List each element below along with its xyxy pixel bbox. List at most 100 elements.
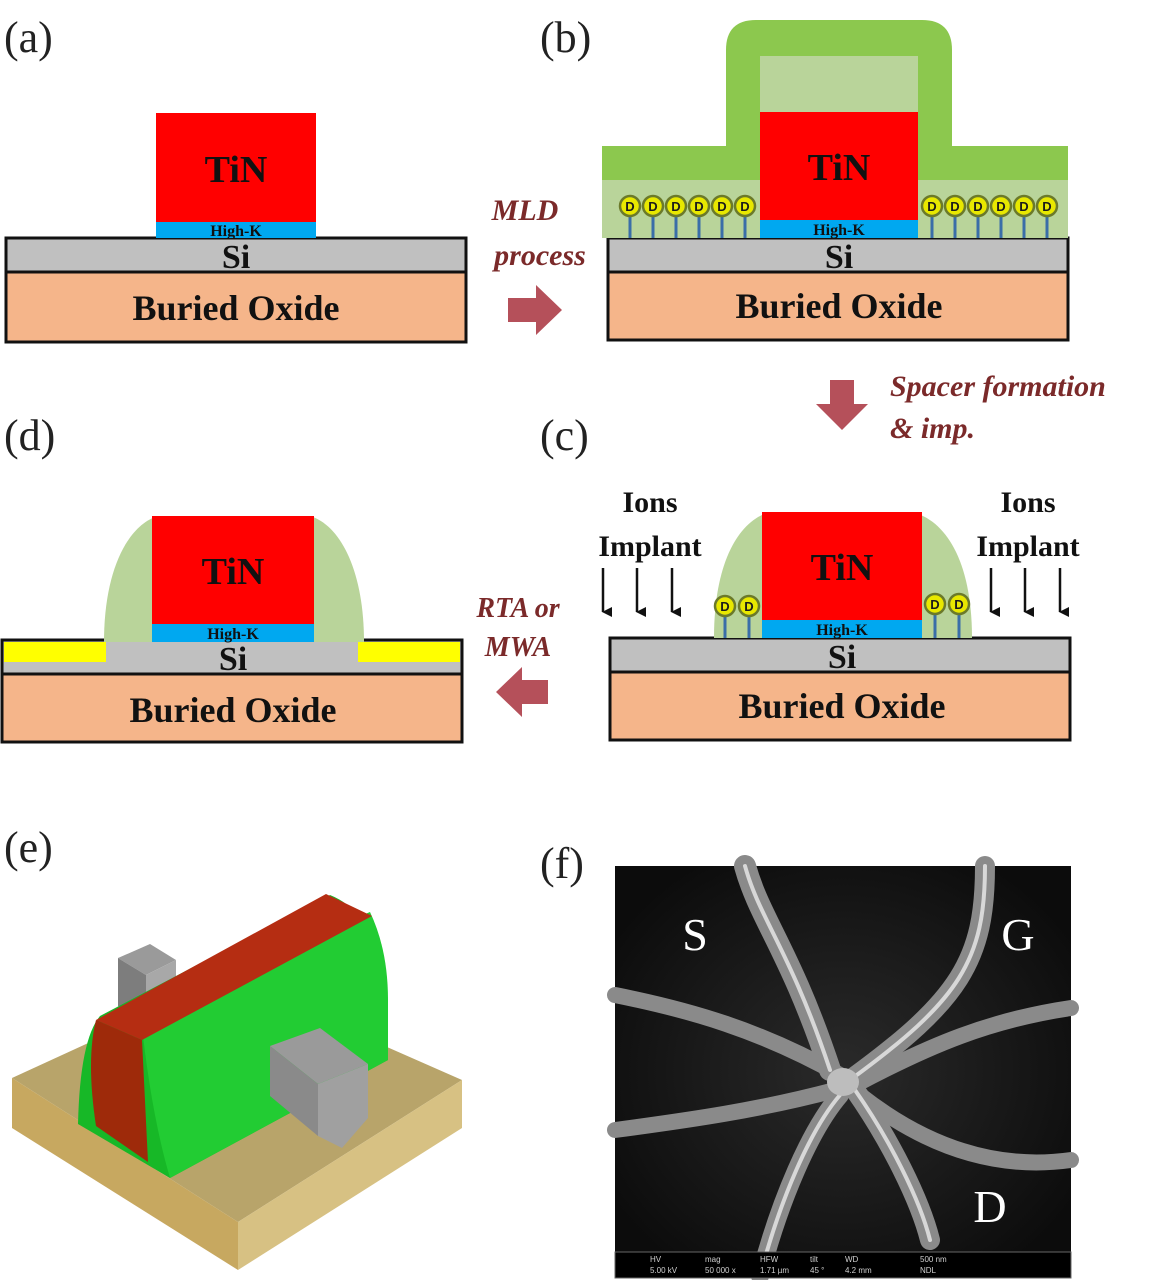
source-lead [607, 987, 848, 1083]
dopant-label: D [950, 199, 959, 214]
gate-channel-crossing [827, 1068, 859, 1096]
dopant-label: D [694, 199, 703, 214]
si-label: Si [219, 641, 247, 678]
left-arrow-icon [496, 667, 548, 717]
panel-label-e: (e) [4, 823, 53, 872]
sem-info-bar [614, 1251, 1072, 1279]
panel-d-structure: TiN High-K Si Buried Oxide [0, 516, 464, 744]
implant-arrows-right [989, 568, 1069, 617]
sem-info-value: 5.00 kV [650, 1266, 678, 1275]
dopant-molecule: D [664, 194, 688, 238]
panel-label-d: (d) [4, 411, 55, 460]
process-label: process [491, 239, 586, 272]
implant-arrows-left [601, 568, 681, 617]
rta-label: RTA or [475, 593, 560, 624]
substrate-left-face [12, 1078, 238, 1270]
spacer-step: Spacer formation & imp. [816, 370, 1106, 445]
dopant-molecule: D [1012, 194, 1036, 238]
dopant-molecule: D [618, 194, 642, 238]
dopant-head [710, 194, 734, 218]
dopant-molecule: D [710, 194, 734, 238]
dopant-label: D [1042, 199, 1051, 214]
sem-info-label: 500 nm [920, 1255, 947, 1264]
substrate-right-face [238, 1080, 462, 1270]
si-label: Si [825, 239, 853, 276]
dopant-molecule: D [920, 194, 944, 238]
box-label: Buried Oxide [129, 690, 336, 730]
dopant-head [641, 194, 665, 218]
anneal-step: RTA or MWA [475, 593, 561, 717]
tin-gate [760, 112, 918, 220]
dopant-label: D [930, 597, 939, 612]
dopant-label: D [625, 199, 634, 214]
dopant-label: D [648, 199, 657, 214]
silicon-layer [608, 636, 1072, 674]
dopant-head [989, 194, 1013, 218]
high-k-layer [156, 222, 316, 238]
dopant-label: D [744, 599, 753, 614]
spacer-formation-label: Spacer formation [890, 370, 1106, 403]
tin-gate [156, 113, 316, 222]
dopant-molecule: D [641, 194, 665, 238]
dopant-head [920, 194, 944, 218]
dopant-head [923, 592, 947, 616]
silicon-layer [4, 236, 468, 274]
ions-label-left: Ions [622, 486, 677, 519]
down-arrow-icon [816, 380, 868, 430]
dopant-head [733, 194, 757, 218]
dopant-label: D [717, 199, 726, 214]
box-label: Buried Oxide [738, 686, 945, 726]
panel-a-structure: TiN High-K Si Buried Oxide [4, 113, 468, 344]
tin-label: TiN [811, 547, 874, 589]
sem-info-value: NDL [920, 1266, 937, 1275]
high-k-layer [152, 624, 314, 642]
right-arrow-icon [508, 285, 562, 335]
dopant-head [687, 194, 711, 218]
dopant-label: D [720, 599, 729, 614]
sem-info-label: mag [705, 1255, 721, 1264]
dopant-head [618, 194, 642, 218]
mld-step: MLD process [491, 194, 586, 335]
dopant-head [966, 194, 990, 218]
gate-label: G [1001, 909, 1034, 960]
dopant-label: D [927, 199, 936, 214]
dopant-label: D [1019, 199, 1028, 214]
dopant-molecule: D [687, 194, 711, 238]
sem-info-label: tilt [810, 1255, 819, 1264]
mwa-label: MWA [484, 632, 551, 663]
panel-label-a: (a) [4, 13, 53, 62]
dopant-molecule: D [923, 592, 947, 638]
dopant-molecule: D [943, 194, 967, 238]
high-k-layer [762, 620, 922, 638]
panel-label-b: (b) [540, 13, 591, 62]
dopant-label: D [671, 199, 680, 214]
fin-front-right [318, 1064, 368, 1148]
si-label: Si [222, 239, 250, 276]
high-k-label: High-K [816, 622, 868, 639]
sem-info-value: 4.2 mm [845, 1266, 872, 1275]
tin-gate [152, 516, 314, 624]
box-label: Buried Oxide [735, 286, 942, 326]
drain-label: D [973, 1181, 1006, 1232]
gate-top [96, 894, 372, 1040]
silicide-left [4, 642, 106, 662]
dopant-molecule: D [1035, 194, 1059, 238]
dopant-head [1035, 194, 1059, 218]
panel-label-f: (f) [540, 839, 584, 888]
buried-oxide-layer [4, 270, 468, 344]
dopant-molecule: D [947, 592, 971, 638]
dopant-molecule: D [713, 594, 737, 638]
tin-label: TiN [202, 551, 265, 593]
high-k-label: High-K [813, 222, 865, 239]
dopant-head [664, 194, 688, 218]
sem-info-label: HV [650, 1255, 662, 1264]
silicide-right [358, 642, 460, 662]
buried-oxide-layer [606, 270, 1070, 342]
high-k-label: High-K [207, 626, 259, 643]
dopant-label: D [954, 597, 963, 612]
